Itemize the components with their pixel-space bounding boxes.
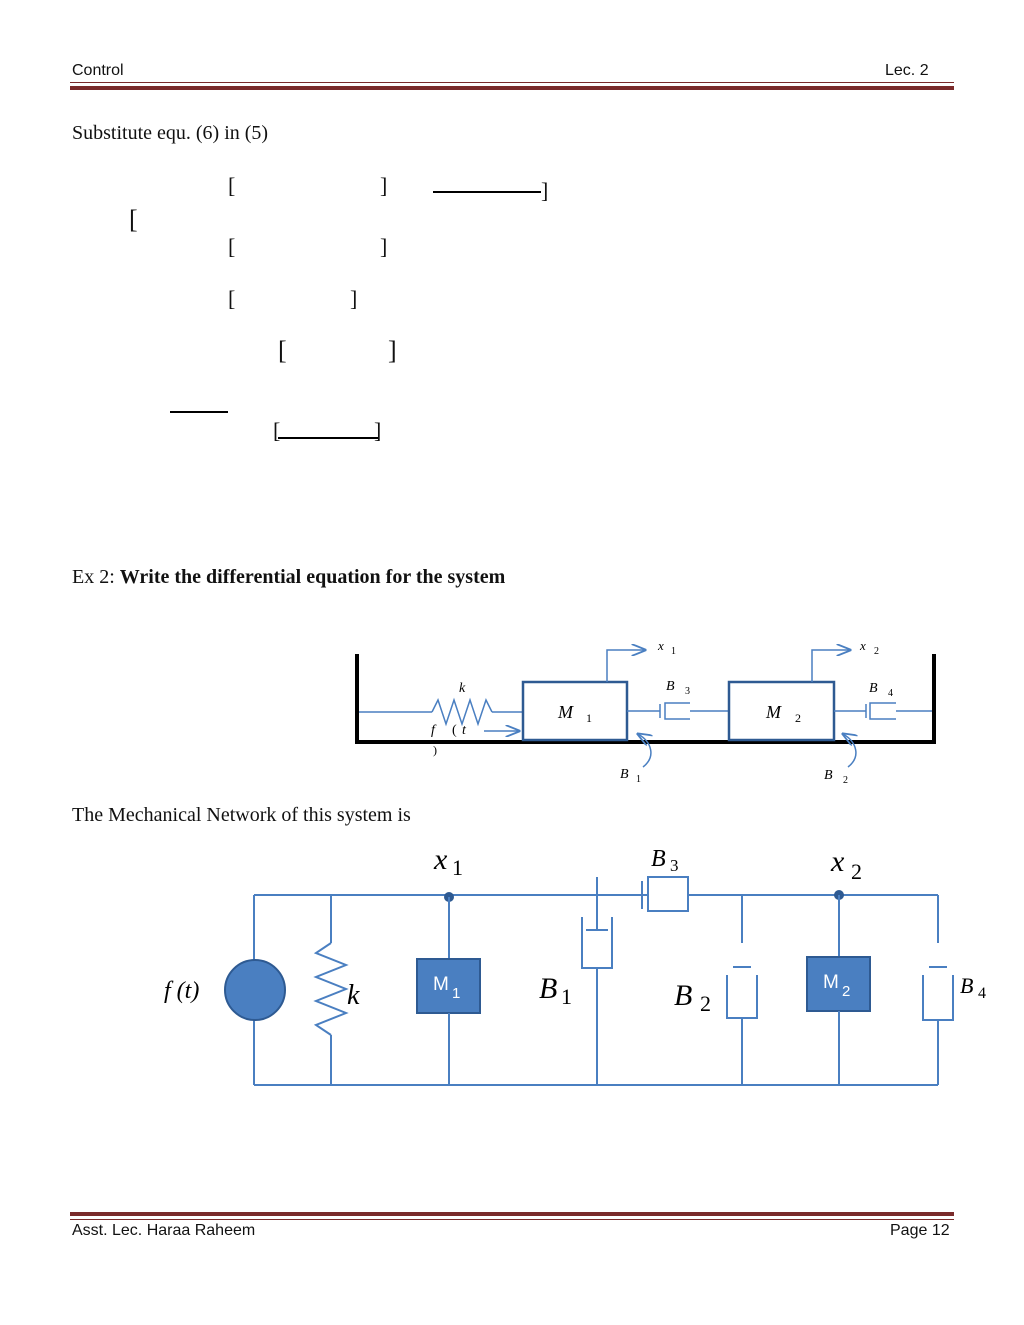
header-rule-thick (70, 86, 954, 90)
network-spring-k (313, 895, 349, 1085)
label-m2: M (765, 702, 782, 722)
footer-author: Asst. Lec. Haraa Raheem (72, 1222, 256, 1239)
force-source-circle (224, 959, 286, 1021)
b1-pointer (638, 734, 651, 768)
eq-bracket: [ (228, 286, 236, 311)
mechanical-network-diagram: f (t) k x 1 M 1 B 1 B 3 B 2 x 2 M 2 (164, 843, 986, 1086)
network-damper-b2 (726, 895, 758, 1085)
label-network-b1-sub: 1 (561, 984, 572, 1009)
label-k: k (459, 681, 466, 696)
eq-bracket: ] (350, 286, 358, 311)
label-network-b4: B (960, 973, 973, 998)
container-walls (355, 654, 936, 744)
label-f-paren-close: ) (433, 743, 437, 757)
label-x2-sub: 2 (874, 646, 879, 657)
mass-m2-block (727, 680, 836, 742)
network-m2-block (806, 956, 871, 1012)
label-b1: B (620, 767, 629, 782)
eq-fraction-bar (433, 191, 541, 193)
label-network-x2: x (830, 845, 845, 878)
label-b3: B (666, 679, 675, 694)
label-b2-sub: 2 (843, 775, 848, 786)
network-damper-b1 (581, 877, 613, 1085)
label-network-m1: M (433, 974, 449, 995)
label-m1: M (557, 702, 574, 722)
label-network-m1-sub: 1 (452, 985, 460, 1002)
spring-k (359, 697, 523, 727)
network-damper-b4 (922, 895, 954, 1085)
footer-rule-thin (70, 1219, 954, 1220)
eq-bracket: ] (380, 234, 388, 259)
eq-fraction-bar (170, 411, 228, 413)
label-x1: x (657, 638, 664, 653)
label-network-b3: B (651, 846, 666, 872)
header-right: Lec. 2 (885, 62, 929, 79)
label-network-b1: B (539, 972, 557, 1005)
footer-page-number: Page 12 (890, 1222, 950, 1239)
label-m1-sub: 1 (586, 711, 592, 725)
label-x1-sub: 1 (671, 646, 676, 657)
x2-arrow (811, 650, 850, 682)
label-network-b4-sub: 4 (978, 985, 986, 1002)
damper-b3 (627, 702, 729, 720)
eq-bracket: ] (541, 178, 549, 203)
mass-m1-block (521, 680, 629, 742)
label-network-k: k (347, 980, 360, 1011)
label-f-paren-open: ( (452, 723, 457, 738)
eq-bracket: [ (278, 336, 287, 365)
label-b1-sub: 1 (636, 774, 641, 785)
eq-bracket: [ (228, 234, 236, 259)
label-network-b2-sub: 2 (700, 991, 711, 1016)
network-damper-b3 (641, 876, 689, 912)
eq-bracket: [ (228, 173, 236, 198)
label-b4-sub: 4 (888, 688, 893, 699)
eq-bracket: [ (129, 205, 138, 234)
eq-bracket: ] (380, 173, 388, 198)
mechanical-system-diagram: k f ( t ) M 1 x 1 B 3 M 2 x 2 B 4 B 1 B … (355, 638, 936, 786)
header-left: Control (72, 62, 124, 79)
b2-pointer (843, 734, 856, 768)
example-prefix: Ex 2: (72, 566, 120, 588)
label-m2-sub: 2 (795, 711, 801, 725)
substitute-text: Substitute equ. (6) in (5) (72, 122, 269, 144)
damper-b4 (834, 702, 932, 720)
label-network-m2-sub: 2 (842, 983, 850, 1000)
label-network-m2: M (823, 972, 839, 993)
network-m1-block (416, 958, 481, 1014)
eq-fraction-bar (278, 437, 378, 439)
example-heading: Ex 2: Write the differential equation fo… (72, 566, 505, 589)
label-f: f (431, 723, 437, 738)
eq-bracket: ] (388, 336, 397, 365)
label-ft: f (t) (164, 978, 199, 1004)
label-network-x2-sub: 2 (851, 859, 862, 884)
label-network-x1-sub: 1 (452, 855, 463, 880)
label-b4: B (869, 681, 878, 696)
label-b3-sub: 3 (685, 686, 690, 697)
eq-bracket: ] (374, 418, 382, 443)
label-f-t: t (462, 723, 467, 738)
x1-arrow (606, 650, 645, 682)
label-network-b2: B (674, 979, 692, 1012)
header-rule-thin (70, 82, 954, 83)
label-network-b3-sub: 3 (670, 856, 679, 875)
eq-bracket: [ (273, 418, 281, 443)
label-network-x1: x (433, 843, 448, 876)
example-title: Write the differential equation for the … (119, 566, 506, 588)
network-caption: The Mechanical Network of this system is (72, 804, 411, 826)
label-b2: B (824, 768, 833, 783)
label-x2: x (859, 638, 866, 653)
footer-rule-thick (70, 1212, 954, 1216)
